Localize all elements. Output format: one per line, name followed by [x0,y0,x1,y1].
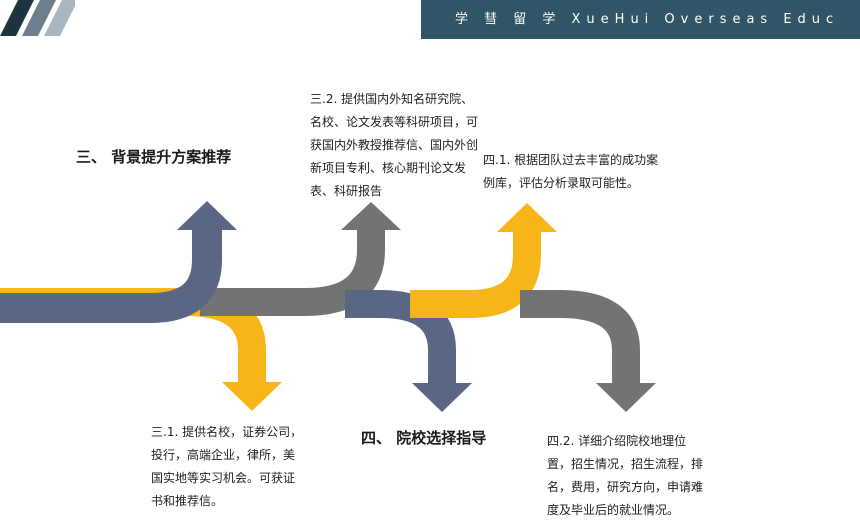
arrow-navy-up [0,230,222,323]
arrow-gray-down [520,290,640,383]
arrow-yellow-up-head [497,203,557,232]
section-3-title: 三、 背景提升方案推荐 [76,148,232,166]
section-4-title: 四、 院校选择指导 [361,429,487,447]
note-4-1: 四.1. 根据团队过去丰富的成功案例库，评估分析录取可能性。 [483,153,659,190]
arrow-gray-up-head [341,202,401,230]
header-bar: 学 彗 留 学 XueHui Overseas Educ [421,0,860,39]
arrow-yellow-up [410,232,541,318]
corner-stripes-graphic [0,0,75,36]
note-4-2: 四.2. 详细介绍院校地理位置，招生情况，招生流程，排名，费用，研究方向，申请难… [547,434,704,517]
arrow-gray-up [200,230,385,316]
arrow-navy-down-head [412,383,472,412]
arrow-gray-down-head [596,383,656,412]
arrow-navy-up-head [177,201,237,230]
header-title: 学 彗 留 学 XueHui Overseas Educ [455,12,840,27]
arrow-yellow-down-head [222,382,282,411]
note-3-1: 三.1. 提供名校，证券公司，投行，高端企业，律所，美国实地等实习机会。可获证书… [151,425,303,508]
corner-decoration [0,0,75,36]
note-3-2: 三.2. 提供国内外知名研究院、名校、论文发表等科研项目，可获国内外教授推荐信、… [310,92,479,198]
